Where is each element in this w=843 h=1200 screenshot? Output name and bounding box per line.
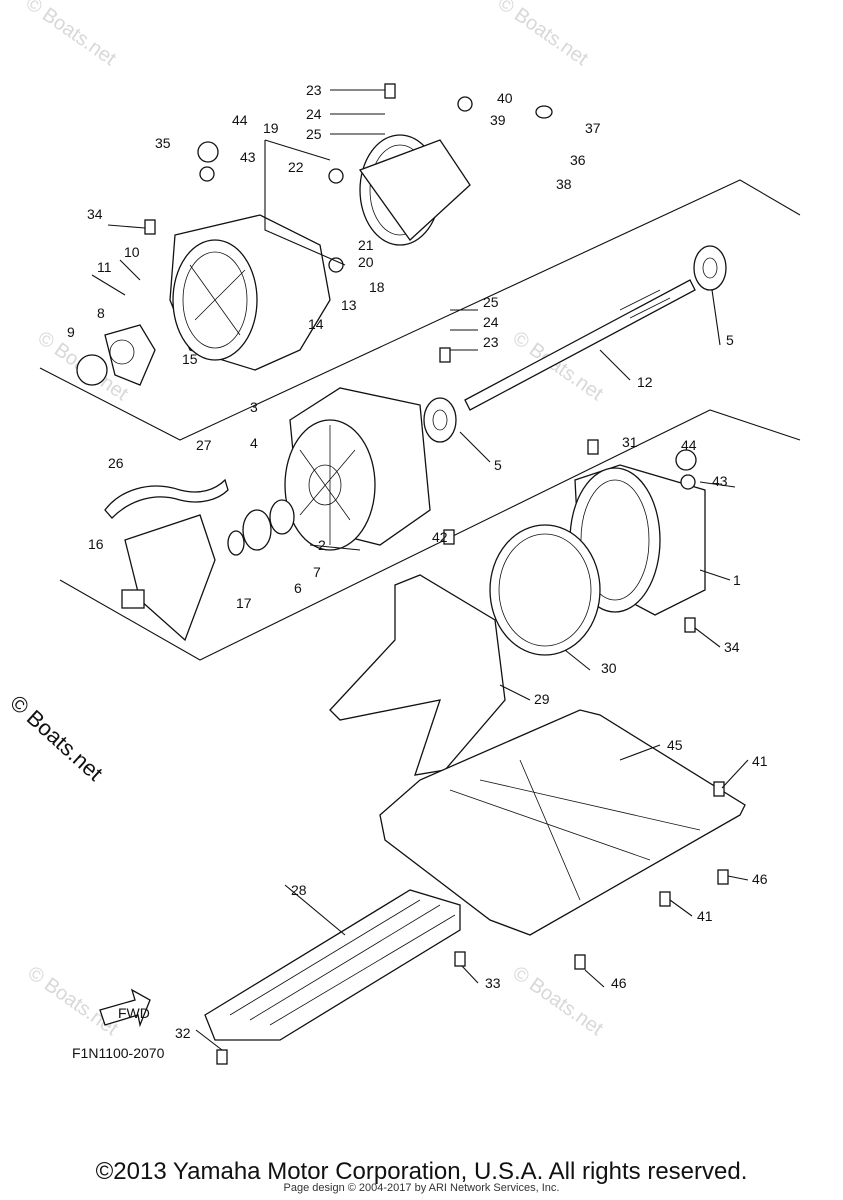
liner-rings [227, 499, 295, 556]
callout: 42 [432, 529, 448, 545]
callout: 26 [108, 455, 124, 471]
callout: 8 [97, 305, 105, 321]
callout: 37 [585, 120, 601, 136]
callout: 11 [97, 259, 112, 275]
callout: 5 [726, 332, 734, 348]
intake-grate-28 [204, 889, 461, 1041]
callout: 4 [250, 435, 258, 451]
bolts [144, 83, 729, 1065]
callout: 40 [497, 90, 513, 106]
callout: 34 [724, 639, 740, 655]
hose [104, 478, 229, 519]
callout: 36 [570, 152, 586, 168]
callout: 45 [667, 737, 683, 753]
callout: 41 [697, 908, 713, 924]
callout: 43 [712, 473, 728, 489]
callout: 24 [306, 106, 322, 122]
callout: 41 [752, 753, 768, 769]
callout: 30 [601, 660, 617, 676]
callout: 23 [483, 334, 499, 350]
fwd-arrow: FWD [99, 988, 151, 1028]
callout: 3 [250, 399, 258, 415]
callout: 46 [752, 871, 768, 887]
callout-labels: 1 2 3 4 5 5 6 7 8 9 10 11 12 13 14 15 16… [67, 82, 768, 1041]
o-ring-9 [76, 354, 108, 386]
callout: 39 [490, 112, 506, 128]
callout: 44 [681, 437, 697, 453]
callout: 13 [341, 297, 357, 313]
callout: 10 [124, 244, 140, 260]
cap-piece-8 [104, 324, 156, 386]
page-design-credit: Page design © 2004-2017 by ARI Network S… [283, 1182, 560, 1194]
callout: 9 [67, 324, 75, 340]
leader-lines [91, 89, 749, 1051]
callout: 32 [175, 1025, 191, 1041]
middle-group-outline [59, 409, 801, 661]
callout: 25 [483, 294, 499, 310]
callout: 2 [318, 537, 326, 553]
callout: 38 [556, 176, 572, 192]
gasket-29 [329, 574, 506, 776]
callout: 17 [236, 595, 252, 611]
callout: 34 [87, 206, 103, 222]
callout: 35 [155, 135, 171, 151]
jet-housing-upper [169, 214, 331, 371]
impeller-housing [284, 387, 431, 551]
callout: 16 [88, 536, 104, 552]
callout: 29 [534, 691, 550, 707]
copyright-footer: ©2013 Yamaha Motor Corporation, U.S.A. A… [95, 1158, 748, 1185]
callout: 23 [306, 82, 322, 98]
callout: 28 [291, 882, 307, 898]
drive-shaft [464, 279, 696, 411]
callout: 14 [308, 316, 324, 332]
callout: 15 [182, 351, 198, 367]
callout: 33 [485, 975, 501, 991]
impeller [121, 514, 216, 642]
callout: 5 [494, 457, 502, 473]
callout: 12 [637, 374, 653, 390]
callout: 25 [306, 126, 322, 142]
bearing-5-lower [423, 397, 457, 443]
callout: 21 [358, 237, 374, 253]
callout: 24 [483, 314, 499, 330]
diagram-code: F1N1100-2070 [72, 1045, 165, 1061]
callout: 20 [358, 254, 374, 270]
bearing-5-upper [693, 245, 727, 291]
callout: 18 [369, 279, 385, 295]
plate-45 [379, 709, 746, 936]
callout: 46 [611, 975, 627, 991]
callout: 6 [294, 580, 302, 596]
callout: 31 [622, 434, 638, 450]
callout: 27 [196, 437, 212, 453]
callout: 1 [733, 572, 741, 588]
callout: 7 [313, 564, 321, 580]
callout: 22 [288, 159, 304, 175]
callout: 43 [240, 149, 256, 165]
callout: 19 [263, 120, 279, 136]
nozzle-ring [358, 134, 471, 246]
callout: 44 [232, 112, 248, 128]
ring-30 [489, 524, 601, 656]
fwd-label: FWD [118, 1005, 150, 1021]
